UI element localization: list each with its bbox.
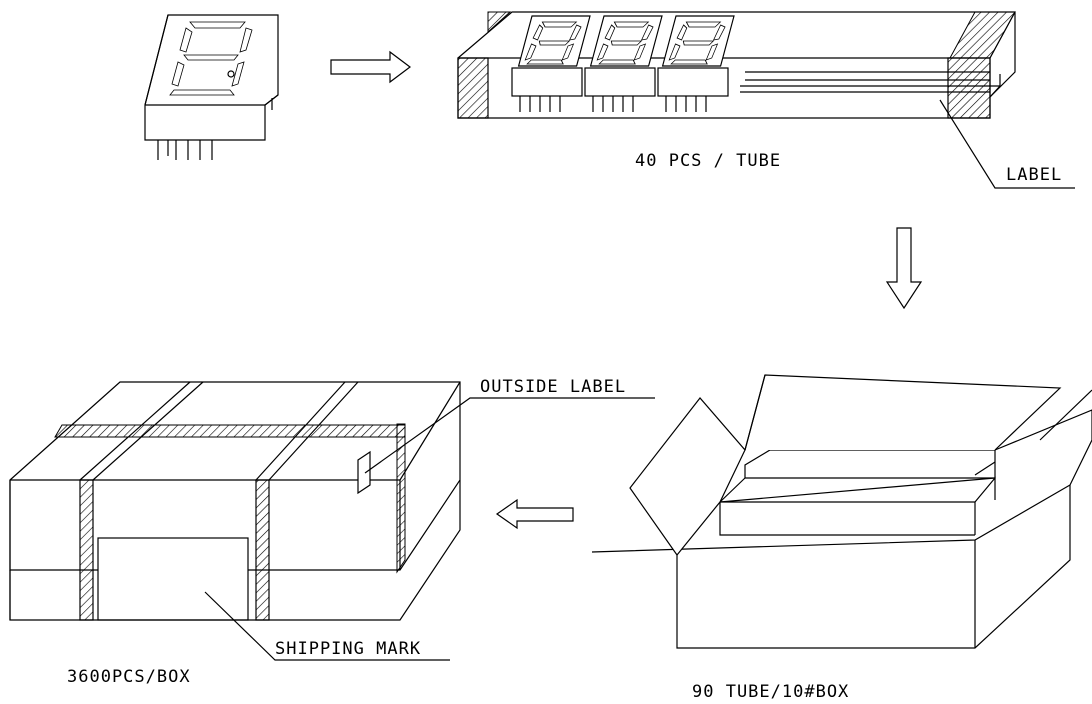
inner-box-quantity-label: 90 TUBE/10#BOX (692, 682, 849, 702)
seven-segment-display (144, 14, 279, 160)
tube-label-callout: LABEL (1006, 165, 1062, 185)
arrow-left-icon (495, 498, 574, 530)
arrow-down-icon (885, 227, 923, 310)
shipping-mark-callout: SHIPPING MARK (275, 639, 421, 659)
tube-quantity-label: 40 PCS / TUBE (635, 151, 781, 171)
open-carton (591, 374, 1092, 649)
outside-label-callout: OUTSIDE LABEL (480, 377, 626, 397)
shipping-mark-leader-line (204, 591, 450, 661)
tube-with-displays (457, 11, 1016, 119)
label-leader-line (939, 99, 1075, 189)
outside-label-leader-line (364, 397, 655, 474)
arrow-right-icon (330, 50, 411, 84)
shipping-box (9, 381, 461, 621)
box-quantity-label: 3600PCS/BOX (67, 667, 191, 687)
